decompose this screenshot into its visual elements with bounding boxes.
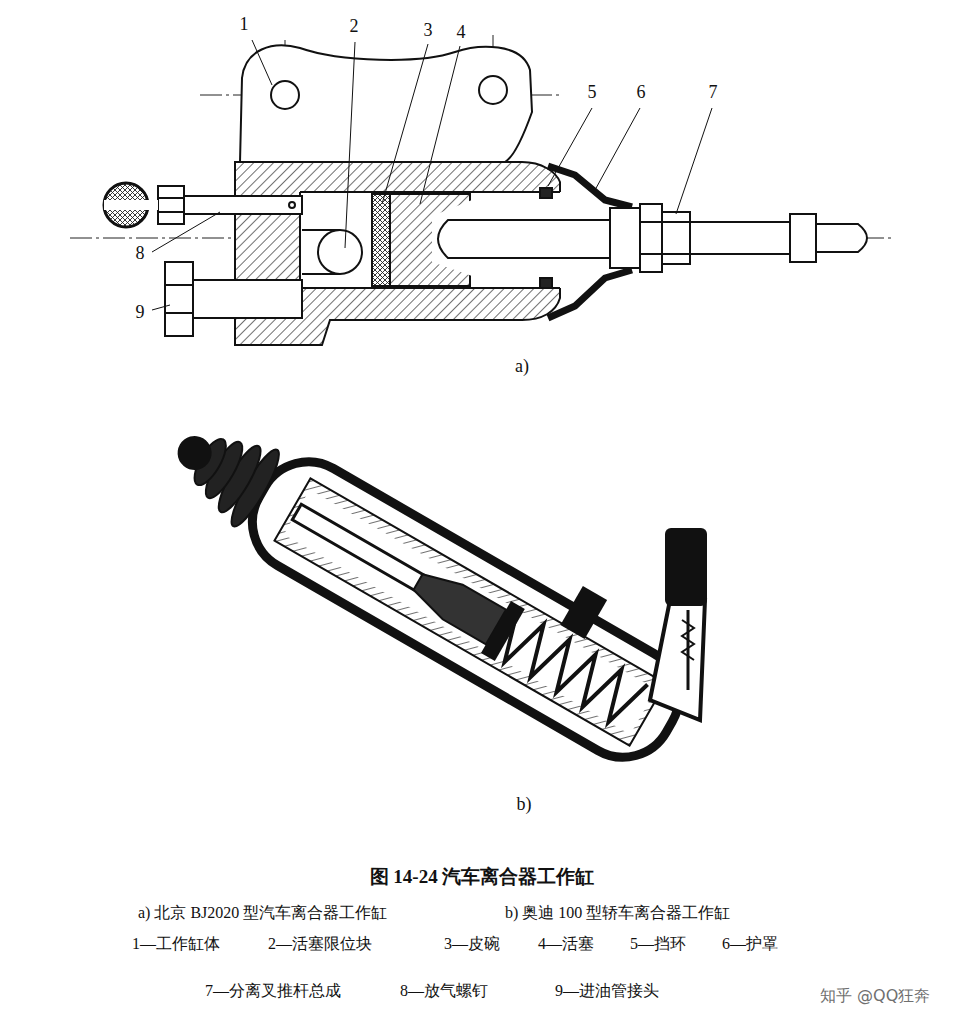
callout-number: 8 (136, 243, 145, 265)
watermark: 知乎 @QQ狂奔 (820, 986, 930, 1005)
part-name: 9—进油管接头 (555, 981, 659, 1000)
callout-number: 3 (424, 20, 433, 42)
mount-hole (271, 81, 299, 109)
inlet-fitting (665, 528, 707, 606)
retaining-ring (540, 278, 552, 288)
inlet-head (165, 262, 193, 336)
subcaption: b) 奥迪 100 型轿车离合器工作缸 (505, 903, 730, 922)
part-name: 2—活塞限位块 (268, 934, 372, 953)
push-rod (438, 220, 610, 258)
part-name: 1—工作缸体 (132, 934, 220, 953)
housing (234, 444, 697, 776)
cylinder-a (104, 45, 867, 345)
part-name: 8—放气螺钉 (400, 981, 488, 1000)
bleed-thread (682, 620, 694, 660)
mounting-bracket (240, 45, 532, 162)
inlet-neck (650, 600, 705, 720)
callout-number: 5 (588, 82, 597, 104)
cutaway (274, 478, 665, 745)
piston (481, 601, 525, 661)
part-name: 4—活塞 (538, 934, 594, 953)
nut (640, 204, 662, 272)
bleed-passage (687, 610, 690, 690)
part-name: 6—护罩 (722, 934, 778, 953)
push-rod (690, 222, 790, 254)
boot (548, 166, 632, 207)
port (560, 586, 607, 639)
leader-line (152, 40, 712, 310)
nut (662, 212, 690, 264)
mount-hole (479, 76, 507, 104)
retaining-ring (540, 188, 552, 198)
cup (372, 194, 390, 286)
boot (180, 419, 286, 531)
part-name: 7—分离叉推杆总成 (205, 981, 341, 1000)
bleed-screw (180, 196, 302, 214)
rod-tip (171, 430, 217, 476)
callout-number: 1 (240, 14, 249, 36)
figure-label: b) (517, 794, 532, 816)
figure-label: a) (515, 356, 529, 378)
rod-tip (816, 224, 867, 252)
callout-number: 2 (350, 16, 359, 38)
part-name: 3—皮碗 (444, 934, 500, 953)
callout-number: 4 (457, 22, 466, 44)
subcaption: a) 北京 BJ2020 型汽车离合器工作缸 (138, 903, 387, 922)
callout-number: 7 (709, 82, 718, 104)
boot (548, 270, 632, 318)
figure-caption: 图 14-24 汽车离合器工作缸 (370, 866, 595, 889)
part-name: 5—挡环 (630, 934, 686, 953)
bleed-nut (158, 186, 184, 224)
callout-number: 9 (136, 302, 145, 324)
inlet-bolt (192, 280, 302, 318)
callout-number: 6 (637, 82, 646, 104)
cylinder-b (152, 396, 707, 775)
stop-block (318, 230, 362, 274)
nut (610, 208, 640, 268)
nut (790, 214, 816, 262)
